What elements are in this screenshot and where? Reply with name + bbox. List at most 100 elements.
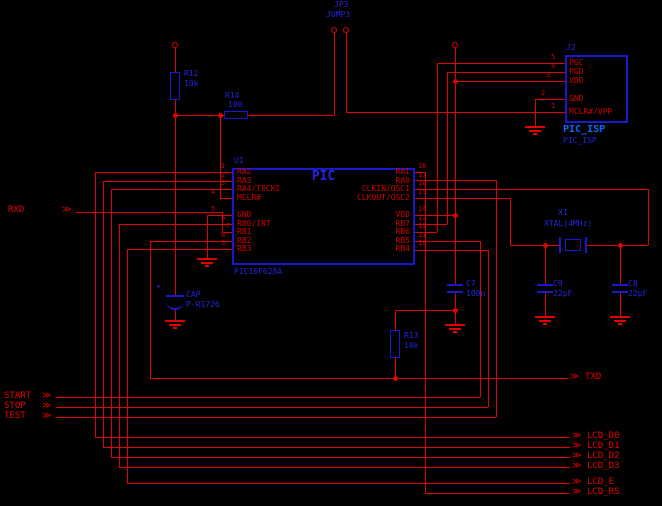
mcu-pin-number: 11 [418, 231, 427, 239]
jumper-pin-circle [331, 27, 337, 33]
junction-dot [543, 243, 548, 248]
isp-connector-body [565, 55, 628, 123]
wire [415, 250, 488, 251]
capacitor-ref: C8 [628, 279, 638, 288]
isp-ref: J2 [566, 43, 576, 52]
wire [95, 437, 570, 438]
capacitor-polarity-mark: + [156, 282, 161, 291]
wire [545, 293, 546, 316]
capacitor-ref: C7 [466, 279, 476, 288]
isp-pin-number: 2 [541, 89, 546, 97]
mcu-pin-number: 3 [221, 179, 226, 187]
wire [496, 180, 497, 417]
net-label-stop: STOP [4, 401, 26, 411]
isp-pin-name: VDD [569, 76, 584, 85]
mcu-pin-name: RB0/INT [237, 219, 271, 228]
isp-pin-number: 5 [551, 53, 556, 61]
capacitor-value: 22pF [553, 289, 573, 298]
wire [103, 181, 232, 182]
wire [175, 48, 176, 72]
wire [535, 99, 536, 126]
capacitor-plate [612, 291, 628, 293]
net-label-lcd-e: LCD_E [587, 477, 615, 487]
mcu-pin-number: 5 [211, 205, 216, 213]
mcu-pin-name: RB6 [395, 227, 410, 236]
wire [150, 241, 232, 242]
mcu-pin-name: RA2 [237, 167, 252, 176]
crystal-ref: X1 [558, 208, 568, 217]
wire [222, 212, 223, 232]
wire [76, 212, 222, 213]
global-label-arrow: ≫ [572, 487, 582, 497]
wire [415, 189, 648, 190]
wire [395, 358, 396, 378]
wire [119, 467, 570, 468]
isp-value: PIC_ISP [563, 124, 606, 135]
ground-symbol [525, 126, 545, 135]
global-label-arrow: ≫ [62, 205, 72, 215]
wire [56, 407, 488, 408]
resistor-body-r12 [170, 72, 180, 100]
mcu-pin-name: RA0 [395, 176, 410, 185]
wire [103, 447, 570, 448]
terminal-pin-circle [172, 42, 178, 48]
mcu-pin-name: RB5 [395, 236, 410, 245]
global-label-arrow: ≫ [42, 401, 52, 411]
mcu-pin-number: 2 [221, 171, 226, 179]
wire [56, 397, 480, 398]
capacitor-plate [612, 284, 628, 286]
net-label-lcd-d0: LCD_D0 [587, 431, 620, 441]
wire [150, 378, 568, 379]
global-label-arrow: ≫ [42, 411, 52, 421]
resistor-ref: R13 [404, 331, 419, 340]
mcu-pin-name: RB7 [395, 219, 410, 228]
ground-symbol [165, 320, 185, 329]
wire [95, 172, 232, 173]
capacitor-ref: CAP [186, 290, 201, 299]
net-label-lcd-d3: LCD_D3 [587, 461, 620, 471]
net-label-lcd-d2: LCD_D2 [587, 451, 620, 461]
wire [510, 198, 511, 245]
resistor-ref: R12 [184, 69, 199, 78]
mcu-pin-number: 15 [418, 188, 427, 196]
capacitor-plate [537, 291, 553, 293]
mcu-pin-name: RB4 [395, 244, 410, 253]
wire [620, 293, 621, 316]
polarized-capacitor-plate [166, 295, 184, 297]
capacitor-plate [447, 291, 463, 293]
capacitor-plate [447, 284, 463, 286]
wire [111, 189, 232, 190]
global-label-arrow: ≫ [570, 372, 580, 382]
wire [455, 81, 565, 82]
mcu-pin-name: RB1 [237, 227, 252, 236]
ground-symbol [445, 324, 465, 333]
wire [415, 224, 447, 225]
mcu-pin-name: RA4/T0CKI [237, 184, 281, 193]
wire [620, 245, 621, 284]
jumper-pin-circle [343, 27, 349, 33]
wire [220, 198, 232, 199]
jumper-value: JUMP3 [326, 10, 351, 19]
mcu-pin-number: 14 [418, 205, 427, 213]
junction-dot [453, 79, 458, 84]
wire [175, 100, 176, 295]
junction-dot [393, 376, 398, 381]
resistor-value: 10k [404, 341, 419, 350]
mcu-pin-number: 10 [418, 239, 427, 247]
junction-dot [618, 243, 623, 248]
mcu-pin-name: RA1 [395, 167, 410, 176]
wire [648, 189, 649, 245]
mcu-pin-name: MCLR# [237, 193, 262, 202]
wire [175, 115, 224, 116]
wire [415, 241, 480, 242]
wire [415, 232, 437, 233]
wire [415, 215, 455, 216]
mcu-body [232, 168, 415, 265]
mcu-pin-number: 16 [418, 179, 427, 187]
resistor-ref: R14 [225, 91, 240, 100]
capacitor-plate [537, 284, 553, 286]
mcu-pin-name: RA3 [237, 176, 252, 185]
ground-symbol [610, 316, 630, 325]
mcu-pin-number: 12 [418, 222, 427, 230]
mcu-pin-name: GND [237, 210, 252, 219]
